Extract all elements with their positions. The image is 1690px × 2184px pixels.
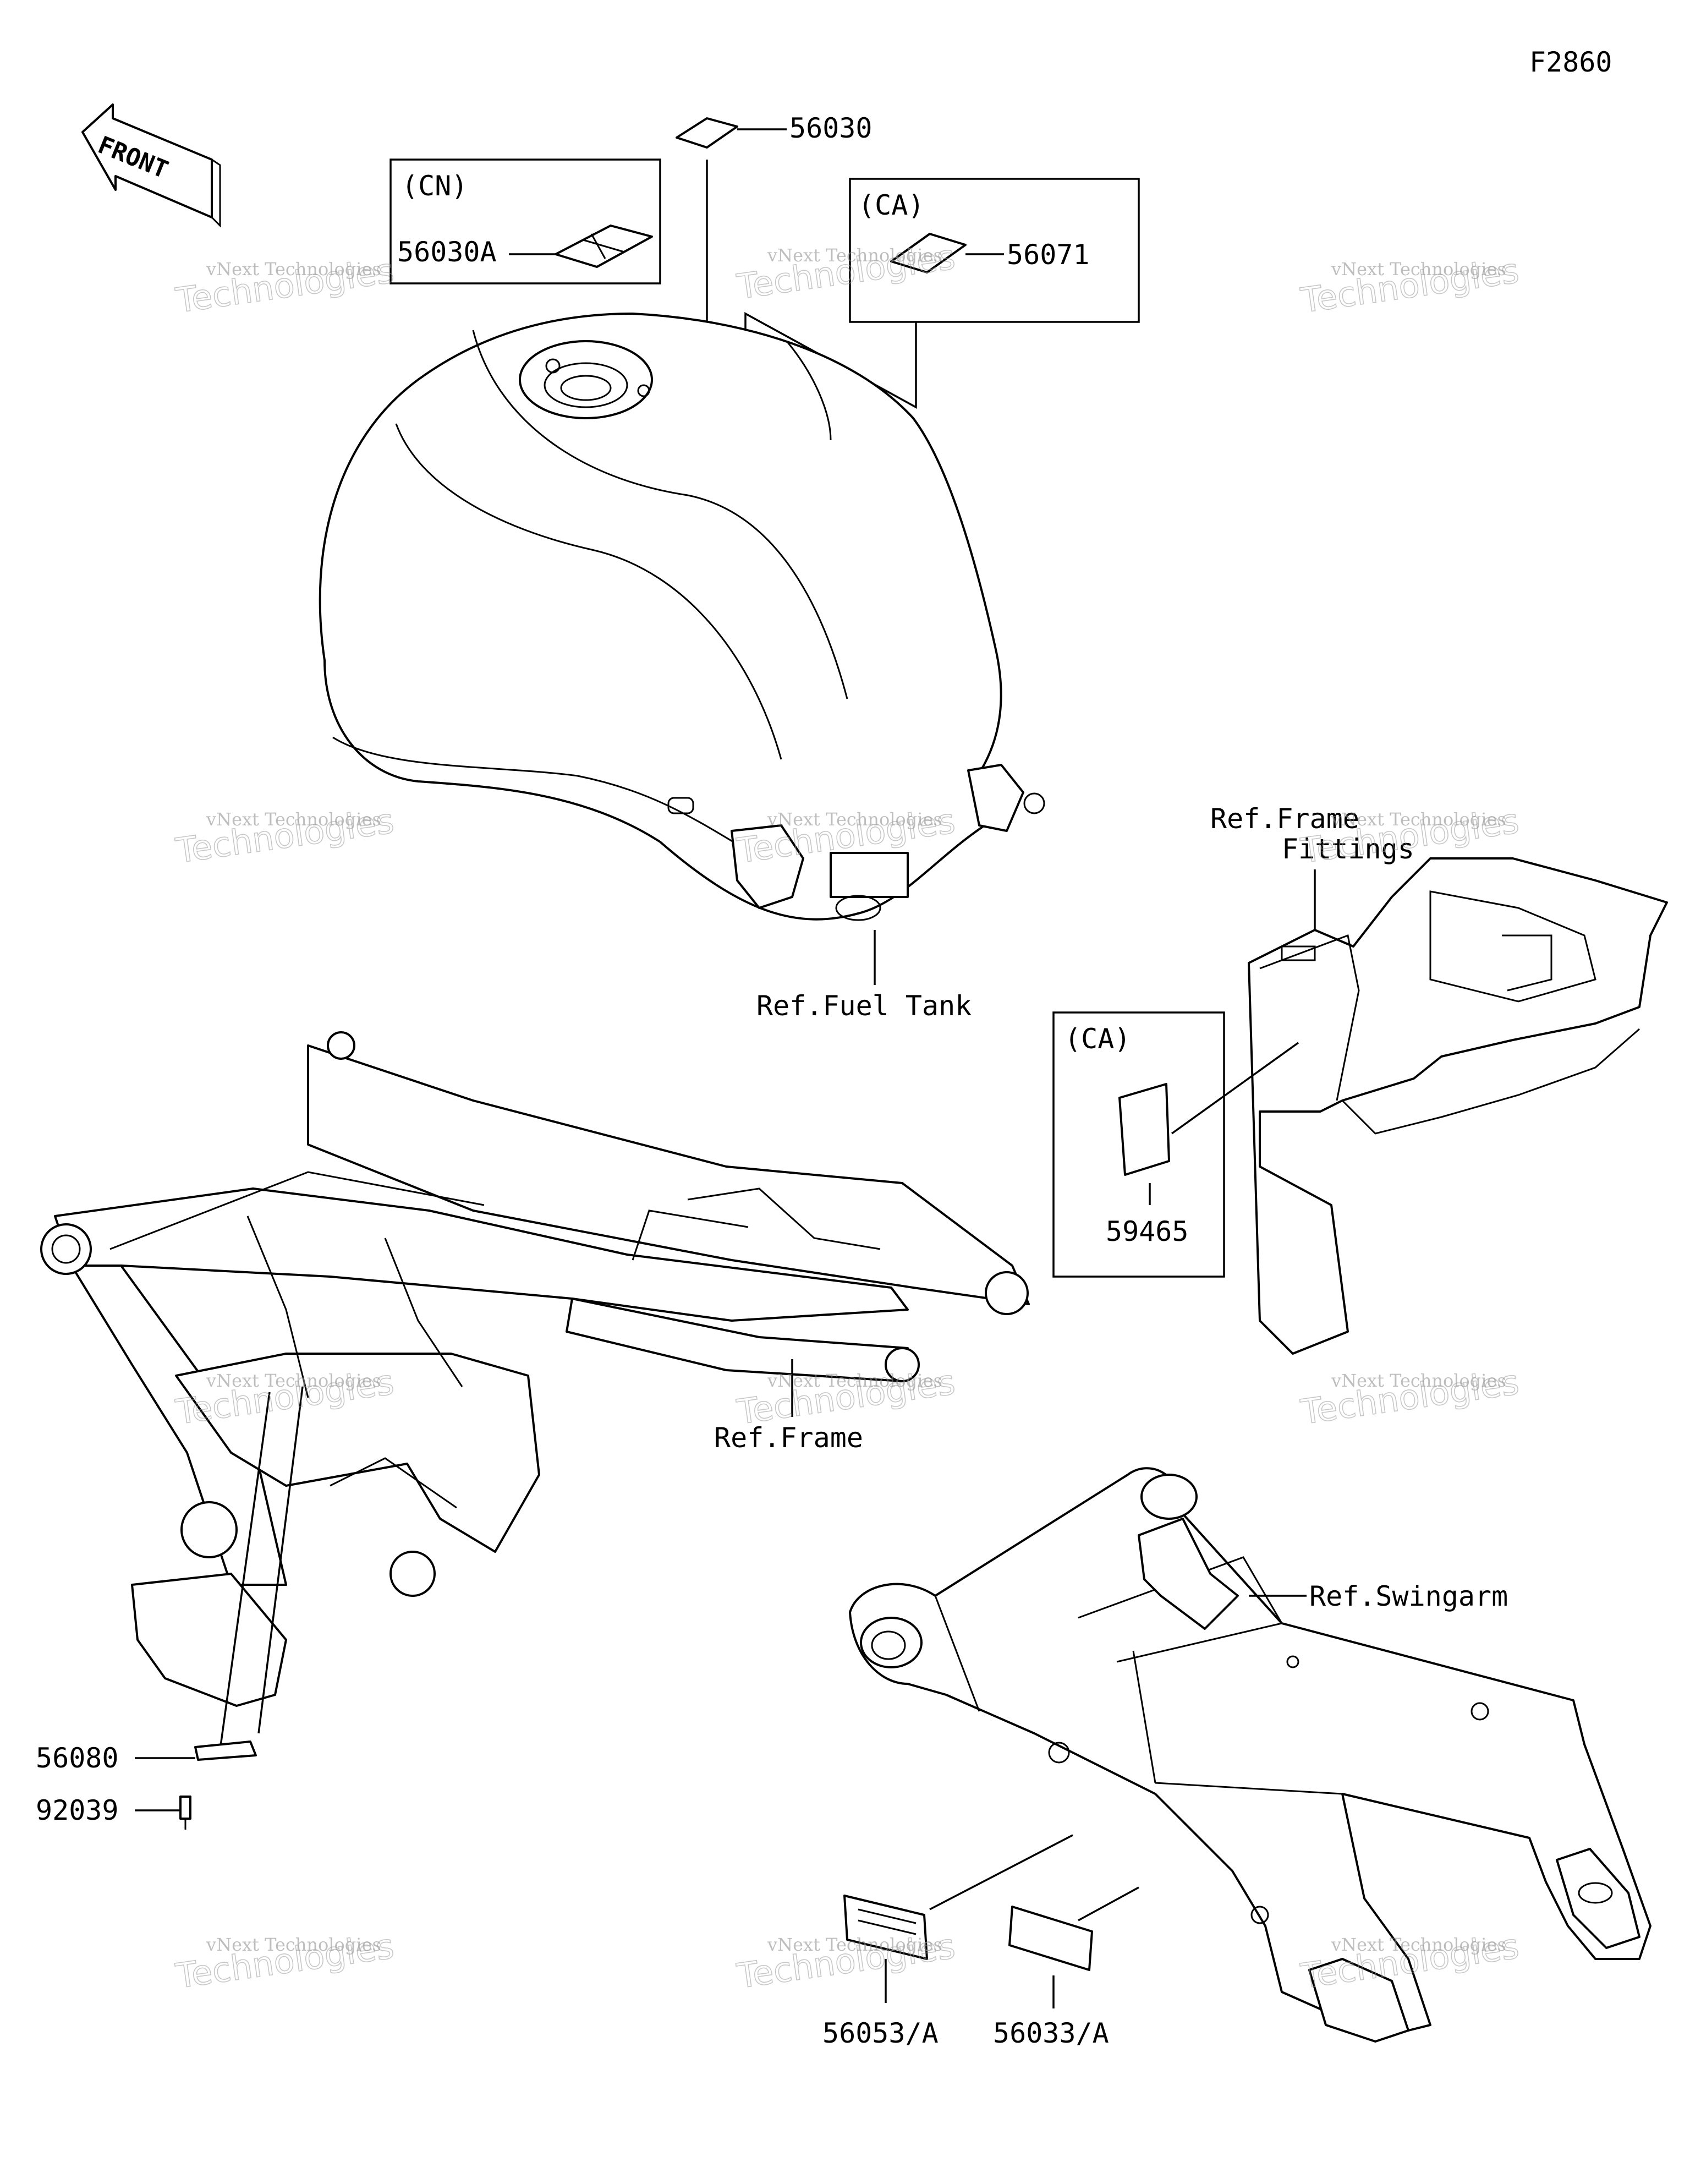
leader-56080-frame-2: [219, 1392, 271, 1750]
label-56030A-icon: [555, 225, 653, 268]
svg-text:vNext Technologies: vNext Technologies: [206, 1934, 381, 1955]
label-56030-icon: [676, 117, 738, 149]
part-56053A-label: 56053/A: [822, 2017, 939, 2049]
svg-text:vNext Technologies: vNext Technologies: [1331, 809, 1506, 830]
svg-text:vNext Technologies: vNext Technologies: [206, 259, 381, 280]
svg-text:vNext Technologies: vNext Technologies: [767, 1370, 942, 1391]
label-56080-icon: [194, 1740, 257, 1761]
cn-tag: (CN): [402, 170, 468, 202]
leader-59465: [1171, 1042, 1299, 1135]
leader-56080-frame: [257, 1386, 304, 1734]
svg-text:vNext Technologies: vNext Technologies: [206, 1370, 381, 1391]
front-arrow-icon: FRONT: [81, 103, 221, 228]
part-59465-label: 59465: [1106, 1216, 1189, 1247]
part-56080-label: 56080: [36, 1742, 119, 1774]
ca-top-region-box: [849, 178, 1140, 323]
part-92039-label: 92039: [36, 1794, 119, 1826]
ref-frame-fittings-label-2: Fittings: [1282, 833, 1414, 865]
svg-text:vNext Technologies: vNext Technologies: [767, 809, 942, 830]
watermark: vNext Technologies Technologies: [1298, 1361, 1522, 1432]
ref-frame-fittings-label-1: Ref.Frame: [1210, 803, 1359, 835]
svg-text:vNext Technologies: vNext Technologies: [767, 1934, 942, 1955]
watermark: vNext Technologies Technologies: [173, 1925, 397, 1996]
watermark-group: vNext Technologies Technologies vNext Te…: [173, 236, 1522, 1996]
svg-text:vNext Technologies: vNext Technologies: [206, 809, 381, 830]
fuel-tank-drawing: [319, 313, 1045, 921]
label-56053A-icon: [843, 1895, 928, 1960]
watermark: vNext Technologies Technologies: [734, 1925, 958, 1996]
label-59465-icon: [1118, 1083, 1170, 1176]
svg-text:vNext Technologies: vNext Technologies: [1331, 1934, 1506, 1955]
cn-region-box: [389, 158, 661, 284]
watermark: vNext Technologies Technologies: [734, 236, 958, 307]
ca-side-tag: (CA): [1065, 1023, 1131, 1055]
rivet-92039-icon: [179, 1796, 191, 1830]
watermark: vNext Technologies Technologies: [1298, 250, 1522, 321]
ca-top-tag: (CA): [858, 189, 924, 221]
diagram-code: F2860: [1529, 46, 1612, 78]
svg-text:vNext Technologies: vNext Technologies: [1331, 1370, 1506, 1391]
frame-fittings-drawing: [1248, 857, 1668, 1355]
swingarm-drawing: [849, 1467, 1651, 2043]
frame-drawing: [40, 1031, 1030, 1707]
watermark: vNext Technologies Technologies: [173, 250, 397, 321]
svg-text:vNext Technologies: vNext Technologies: [767, 245, 942, 266]
ca-side-region-box: [1052, 1011, 1225, 1278]
svg-text:vNext Technologies: vNext Technologies: [1331, 259, 1506, 280]
leader-56033A: [1078, 1886, 1139, 1922]
ref-swingarm-label: Ref.Swingarm: [1309, 1580, 1508, 1612]
part-56033A-label: 56033/A: [993, 2017, 1109, 2049]
label-56071-icon: [890, 233, 967, 273]
part-56030A-label: 56030A: [397, 236, 497, 268]
ref-frame-label: Ref.Frame: [714, 1422, 863, 1454]
label-56033A-icon: [1008, 1906, 1093, 1971]
watermark: vNext Technologies Technologies: [173, 800, 397, 871]
part-56030-label: 56030: [789, 112, 873, 144]
leader-56053A: [929, 1834, 1073, 1911]
ref-fuel-tank-label: Ref.Fuel Tank: [756, 990, 972, 1022]
part-56071-label: 56071: [1007, 239, 1090, 271]
